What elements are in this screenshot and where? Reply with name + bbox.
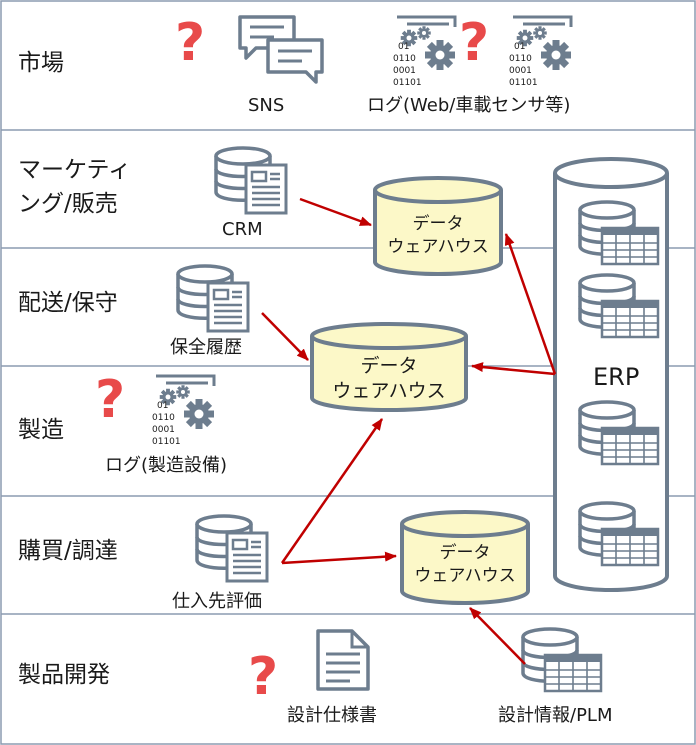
source-label-supplier-evaluation: 仕入先評価 [172,591,262,612]
data-warehouse-top: データ ウェアハウス [373,176,503,276]
svg-text:01101: 01101 [152,437,181,447]
svg-text:01: 01 [157,401,168,411]
svg-text:0110: 0110 [393,54,416,64]
document-icon [316,629,370,691]
question-mark-icon: ? [459,13,489,73]
arrow-erp-to-top-warehouse [504,233,557,375]
source-label-maintenance: 保全履歴 [170,337,242,358]
svg-text:01: 01 [398,42,409,52]
arrow-erp-to-center-warehouse [471,362,556,376]
svg-text:01: 01 [514,42,525,52]
arrow-maintenance-to-warehouse [261,312,309,361]
log-analytics-icon: 01 0110 0001 01101 [509,17,571,88]
warehouse-label-line1: データ [413,213,464,234]
erp-label: ERP [593,363,639,391]
question-mark-icon: ? [95,370,125,430]
lane-label-procurement: 購買/調達 [18,538,118,564]
plm-database-icon [521,627,603,693]
chat-bubbles-icon [238,15,324,84]
arrow-supplier-to-center-warehouse [280,418,384,564]
data-warehouse-bottom: データ ウェアハウス [400,510,530,605]
svg-text:0001: 0001 [152,425,175,435]
svg-text:0001: 0001 [393,66,416,76]
lane-label-marketing-line1: マーケティ [18,157,131,183]
svg-text:0110: 0110 [152,413,175,423]
data-warehouse-center: データ ウェアハウス [310,322,468,412]
warehouse-label-line2: ウェアハウス [414,566,515,586]
question-mark-icon: ? [175,13,205,73]
arrow-crm-to-warehouse [299,197,372,227]
source-label-sns: SNS [248,95,284,116]
lane-label-logistics: 配送/保守 [18,290,118,316]
svg-text:01101: 01101 [509,78,538,88]
svg-text:01101: 01101 [393,78,422,88]
source-label-log-web: ログ(Web/車載センサ等) [367,95,570,116]
log-analytics-icon: 01 0110 0001 01101 [393,17,455,88]
lane-label-manufacturing: 製造 [18,417,64,443]
warehouse-label-line1: データ [360,355,417,377]
log-analytics-icon: 01 0110 0001 01101 [152,376,214,447]
crm-database-icon [214,146,288,215]
source-label-design-spec: 設計仕様書 [287,705,377,726]
question-mark-icon: ? [248,647,278,707]
lane-label-market: 市場 [18,50,64,76]
maintenance-database-icon [176,264,250,333]
erp-system: ERP [553,157,669,592]
arrow-plm-to-warehouse [469,607,526,665]
arrow-supplier-to-bottom-warehouse [281,551,397,565]
supplier-database-icon [195,514,269,583]
lane-label-marketing-line2: ング/販売 [18,191,118,217]
source-label-crm: CRM [222,219,263,240]
warehouse-label-line1: データ [440,542,491,563]
flow-arrows [261,197,557,665]
warehouse-label-line2: ウェアハウス [387,237,488,257]
lane-label-product-dev: 製品開発 [18,662,110,688]
svg-text:0001: 0001 [509,66,532,76]
svg-text:0110: 0110 [509,54,532,64]
warehouse-label-line2: ウェアハウス [332,380,445,402]
source-label-log-manufacturing: ログ(製造設備) [105,455,227,476]
source-label-plm: 設計情報/PLM [498,705,612,726]
